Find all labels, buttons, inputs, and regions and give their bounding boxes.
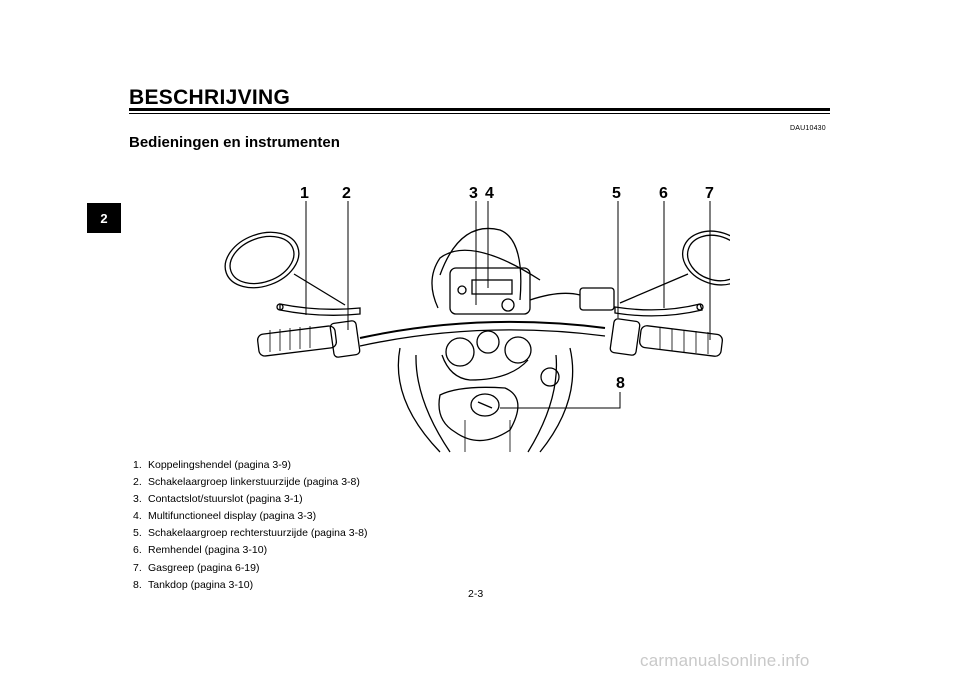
legend-item: 1.Koppelingshendel (pagina 3-9): [133, 459, 292, 471]
handlebar: [359, 320, 606, 339]
callout-3: 3: [469, 185, 478, 202]
callout-4: 4: [485, 185, 494, 202]
callout-7: 7: [705, 185, 714, 202]
legend-item: 4.Multifunctioneel display (pagina 3-3): [133, 510, 317, 523]
legend-item: 2.Schakelaargroep linkerstuurzijde (pagi…: [133, 476, 360, 489]
left-switch-block: [329, 320, 361, 358]
right-grip: [639, 325, 723, 357]
legend-item: 5.Schakelaargroep rechterstuurzijde (pag…: [133, 527, 368, 540]
headlight-cowl: [439, 227, 522, 301]
legend-item: 3.Contactslot/stuurslot (pagina 3-1): [133, 493, 303, 506]
left-grip: [256, 325, 338, 357]
legend-item: 6.Remhendel (pagina 3-10): [133, 544, 268, 557]
callout-8: 8: [616, 375, 625, 392]
fuel-tank: [397, 347, 441, 453]
right-switch-block: [609, 318, 641, 356]
brake-lever: [614, 303, 703, 317]
clutch-lever: [279, 303, 361, 316]
document-code: DAU10430: [790, 125, 826, 132]
page-number: 2-3: [468, 588, 484, 600]
multifunction-display: [449, 267, 531, 315]
callout-2: 2: [342, 185, 351, 202]
tank-cap: [470, 393, 500, 417]
callout-1: 1: [300, 185, 309, 202]
watermark[interactable]: carmanualsonline.info: [640, 651, 810, 670]
callout-5: 5: [612, 185, 621, 202]
legend-item: 8.Tankdop (pagina 3-10): [133, 578, 254, 591]
header-rule-thin: [129, 113, 830, 114]
callout-6: 6: [659, 185, 668, 202]
header-rule-thick: [129, 108, 830, 111]
section-subtitle: Bedieningen en instrumenten: [129, 134, 340, 151]
handlebar-diagram: 1 2 3 4 5 6 7 8: [224, 185, 730, 453]
chapter-tab: 2: [87, 203, 121, 233]
section-title: BESCHRIJVING: [129, 86, 291, 109]
left-mirror: [224, 231, 300, 289]
legend-item: 7.Gasgreep (pagina 6-19): [133, 561, 260, 574]
legend-list: 1.Koppelingshendel (pagina 3-9) 2.Schake…: [133, 457, 367, 594]
right-mirror: [682, 230, 730, 286]
